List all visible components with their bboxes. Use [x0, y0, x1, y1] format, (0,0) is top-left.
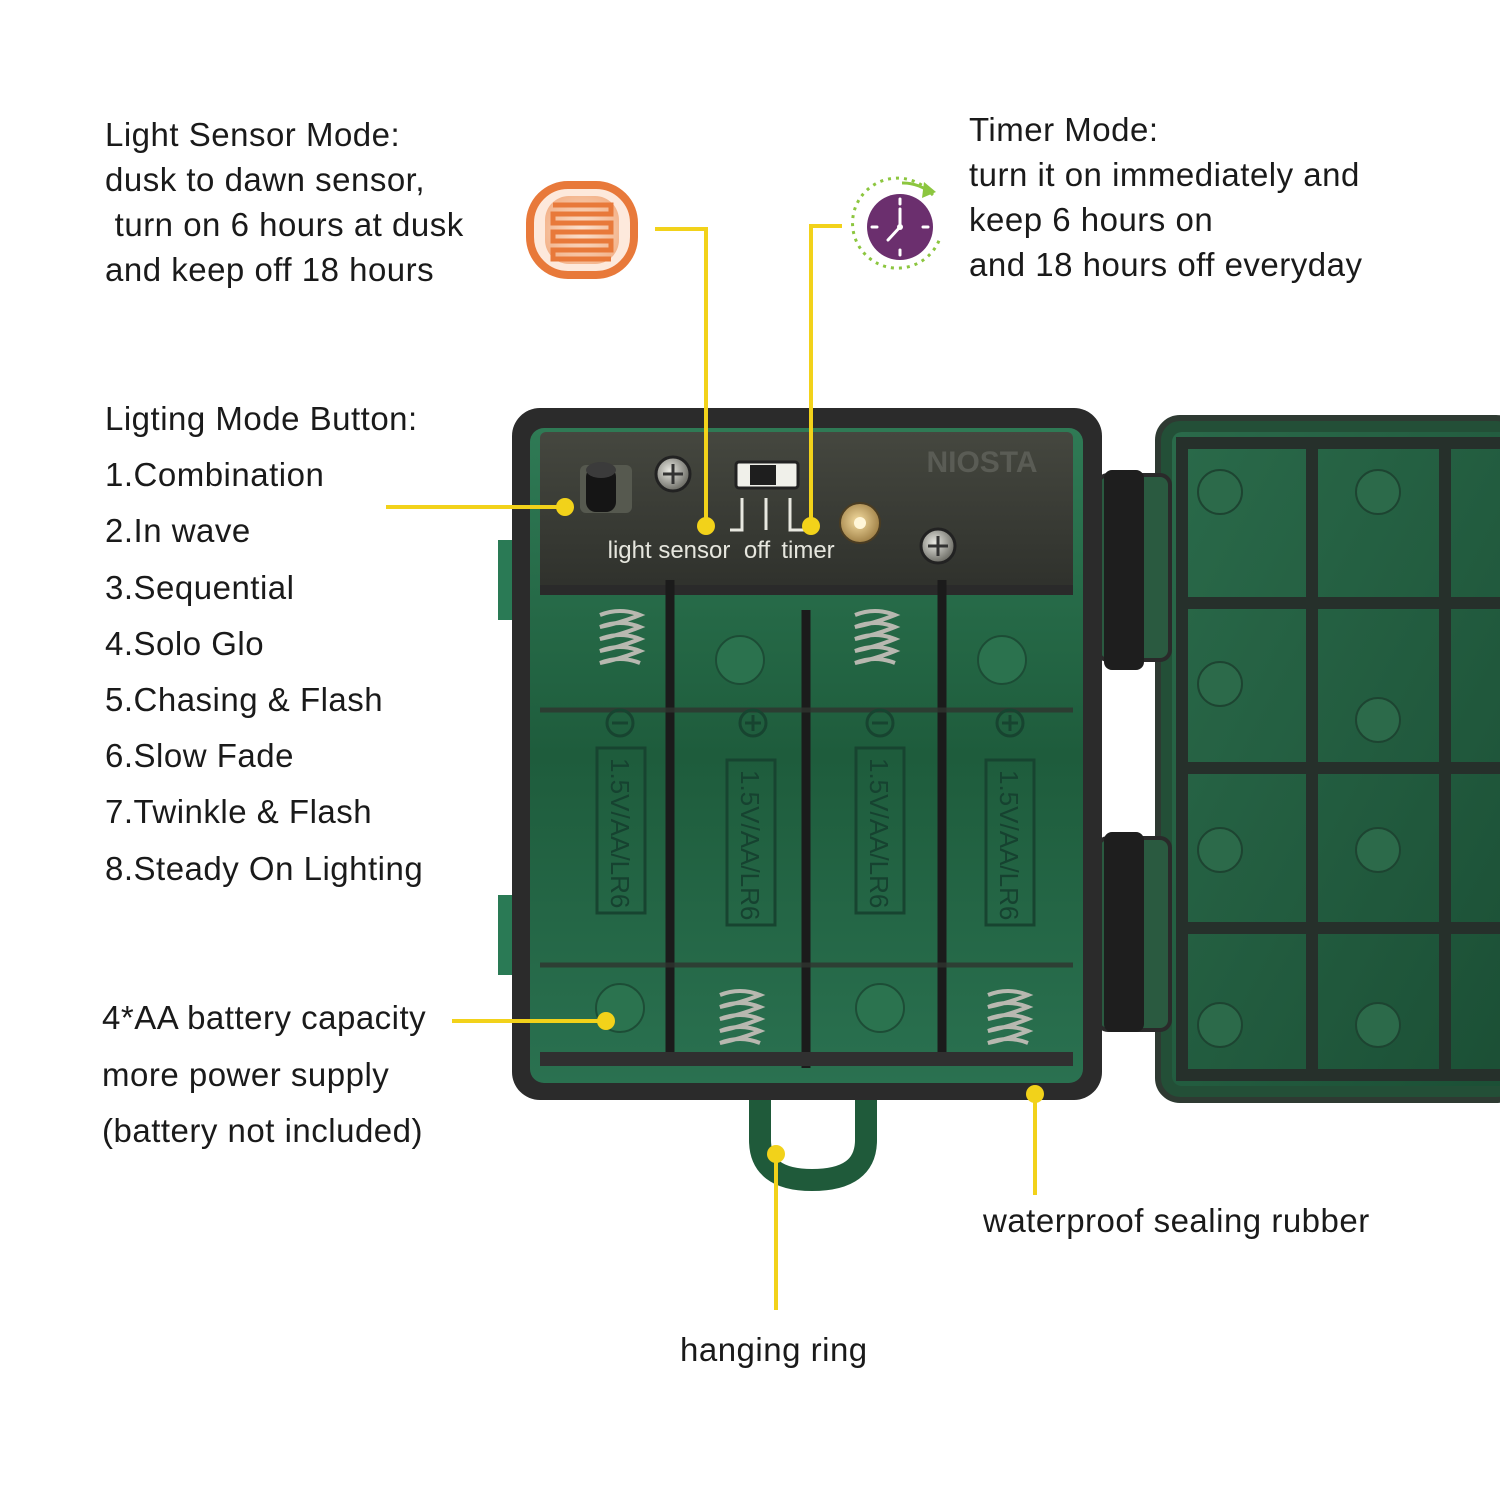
light-sensor-title: Light Sensor Mode:	[105, 116, 401, 153]
battery-line: more power supply	[102, 1055, 390, 1093]
light-sensor-line: turn on 6 hours at dusk	[105, 206, 464, 243]
lighting-mode-item: 5.Chasing & Flash	[105, 681, 384, 719]
hanging-ring-shape	[749, 1095, 877, 1192]
sealing-rubber-label: waterproof sealing rubber	[983, 1202, 1370, 1239]
light-sensor-mode-description: Light Sensor Mode: dusk to dawn sensor, …	[105, 112, 464, 292]
light-sensor-line: and keep off 18 hours	[105, 251, 435, 288]
switch-label-off: off	[744, 537, 771, 564]
hanging-ring-label: hanging ring	[680, 1331, 868, 1368]
light-sensor-line: dusk to dawn sensor,	[105, 161, 426, 198]
switch-label-timer: timer	[781, 537, 834, 564]
light-sensor-icon	[526, 181, 638, 279]
lighting-mode-item: 1.Combination	[105, 456, 325, 494]
lighting-mode-item: 4.Solo Glo	[105, 624, 265, 662]
lighting-mode-item: 2.In wave	[105, 512, 251, 550]
timer-mode-description: Timer Mode: turn it on immediately and k…	[969, 107, 1362, 287]
battery-box-lid	[1155, 415, 1500, 1103]
battery-marking-1: 1.5V/AA/LR6	[605, 758, 635, 908]
callout-dots	[556, 498, 1044, 1163]
battery-line: 4*AA battery capacity	[102, 999, 427, 1036]
mode-button[interactable]	[580, 462, 632, 513]
timer-line: keep 6 hours on	[969, 201, 1214, 238]
lighting-mode-title: Ligting Mode Button:	[105, 400, 418, 437]
battery-box-body: NIOSTA light sensor off timer	[512, 408, 1102, 1100]
timer-title: Timer Mode:	[969, 111, 1159, 148]
timer-line: turn it on immediately and	[969, 156, 1360, 193]
switch-label-light-sensor: light sensor	[608, 537, 731, 564]
lighting-mode-item: 8.Steady On Lighting	[105, 849, 424, 887]
battery-marking-2: 1.5V/AA/LR6	[735, 770, 765, 920]
lighting-mode-item: 7.Twinkle & Flash	[105, 793, 373, 831]
lighting-mode-item: 3.Sequential	[105, 568, 295, 606]
timer-line: and 18 hours off everyday	[969, 246, 1363, 283]
timer-clock-icon	[851, 176, 942, 270]
battery-capacity-description: 4*AA battery capacity more power supply …	[102, 990, 426, 1160]
callout-lines	[386, 224, 1037, 1310]
lighting-mode-list: Ligting Mode Button: 1.Combination 2.In …	[105, 391, 423, 897]
battery-marking-3: 1.5V/AA/LR6	[864, 758, 894, 908]
battery-line: (battery not included)	[102, 1112, 424, 1149]
mode-slide-switch[interactable]	[734, 460, 800, 490]
brand-logo: NIOSTA	[926, 446, 1037, 479]
battery-marking-4: 1.5V/AA/LR6	[994, 770, 1024, 920]
lighting-mode-item: 6.Slow Fade	[105, 737, 294, 775]
